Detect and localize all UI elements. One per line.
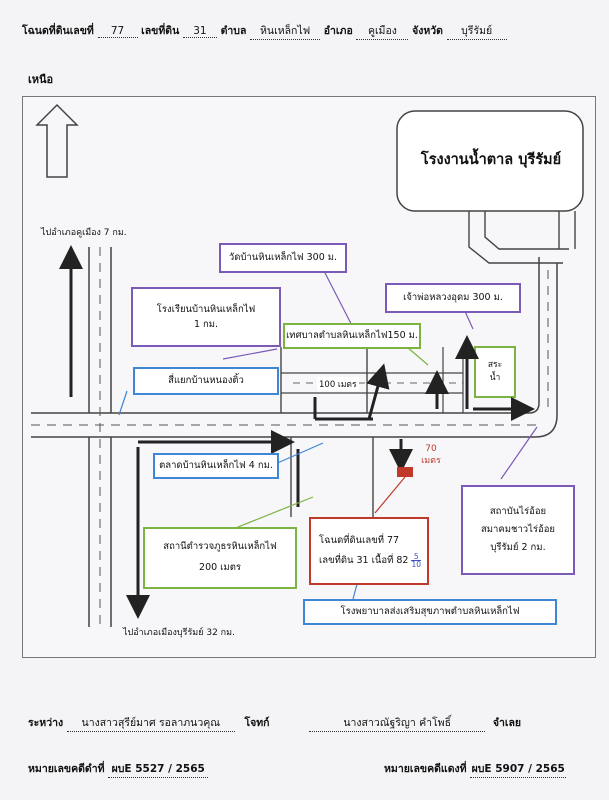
defendant-name: นางสาวณัฐริญา คำโพธิ์ [309,714,486,732]
between-label: ระหว่าง [28,717,64,729]
police-station-name: สถานีตำรวจภูธรหินเหล็กไฟ [163,541,277,553]
red-case-label: หมายเลขคดีแดงที่ [384,763,467,775]
junction-label: สี่แยกบ้านหนองติ้ว [133,367,279,395]
plot-distance-label: 70 เมตร [415,441,447,471]
subdistrict-value: หินเหล็กไฟ [250,22,321,40]
sugarcane-institute-label: สถาบันไร่อ้อย สมาคมชาวไร่อ้อย บุรีรัมย์ … [461,485,575,575]
institute-line-2: สมาคมชาวไร่อ้อย [481,523,555,535]
pond-shape [474,346,516,398]
land-number: 31 [182,25,217,38]
black-case-number: ผบE 5527 / 2565 [108,760,209,778]
deed-label: โฉนดที่ดินเลขที่ [22,25,94,37]
north-arrow-icon [35,103,79,178]
province-label: จังหวัด [412,25,443,37]
school-label: โรงเรียนบ้านหินเหล็กไฟ 1 กม. [131,287,281,347]
subdistrict-label: ตำบล [220,25,247,37]
municipality-label: เทศบาลตำบลหินเหล็กไฟ150 ม. [283,323,421,349]
pond-label: สระ น้ำ [477,349,513,395]
location-map: โรงงานน้ำตาล บุรีรัมย์ ไปอำเภอคูเมือง 7 … [22,96,596,658]
deed-header: โฉนดที่ดินเลขที่ 77 เลขที่ดิน 31 ตำบล หิ… [22,22,592,40]
sugar-factory-label: โรงงานน้ำตาล บุรีรัมย์ [420,152,562,169]
plot-distance-unit: เมตร [421,456,441,466]
north-label: เหนือ [28,73,54,86]
province-value: บุรีรัมย์ [446,22,507,40]
to-khumueang-label: ไปอำเภอคูเมือง 7 กม. [41,228,127,238]
defendant-role: จำเลย [492,717,522,729]
institute-line-3: บุรีรัมย์ 2 กม. [490,542,546,554]
plot-distance-value: 70 [425,444,437,455]
red-case-line: หมายเลขคดีแดงที่ ผบE 5907 / 2565 [384,760,567,778]
shrine-label: เจ้าพ่อหลวงอุดม 300 ม. [385,283,521,313]
deed-info-box: โฉนดที่ดินเลขที่ 77 เลขที่ดิน 31 เนื้อที… [309,517,429,585]
to-buriram-label: ไปอำเภอเมืองบุรีรัมย์ 32 กม. [123,628,235,638]
police-station-distance: 200 เมตร [199,562,241,573]
school-name: โรงเรียนบ้านหินเหล็กไฟ [156,303,256,315]
plot-marker [397,467,413,477]
deed-info-area: เลขที่ดิน 31 เนื้อที่ 82 5 10 [319,551,422,569]
pond-line-2: น้ำ [489,373,501,383]
district-label: อำเภอ [323,25,353,37]
deed-number: 77 [97,25,138,38]
red-case-number: ผบE 5907 / 2565 [470,760,567,778]
deed-info-number: โฉนดที่ดินเลขที่ 77 [319,535,400,547]
black-case-label: หมายเลขคดีดำที่ [28,763,105,775]
pond-line-1: สระ [487,360,503,371]
institute-line-1: สถาบันไร่อ้อย [489,505,547,517]
land-label: เลขที่ดิน [141,25,180,37]
district-value: คูเมือง [356,22,409,40]
temple-label: วัดบ้านหินเหล็กไฟ 300 ม. [219,243,347,273]
market-label: ตลาดบ้านหินเหล็กไฟ 4 กม. [153,453,279,479]
map-drawing [31,103,584,627]
school-distance: 1 กม. [193,319,219,330]
black-case-line: หมายเลขคดีดำที่ ผบE 5527 / 2565 [28,760,209,778]
police-station-label: สถานีตำรวจภูธรหินเหล็กไฟ 200 เมตร [143,527,297,589]
plaintiff-role: โจทก์ [244,717,270,729]
parties-line: ระหว่าง นางสาวสุรีย์มาศ รอลาภนวคุณ โจทก์… [28,714,521,732]
plaintiff-name: นางสาวสุรีย์มาศ รอลาภนวคุณ [66,714,235,732]
road-100m-label: 100 เมตร [317,377,359,391]
hospital-label: โรงพยาบาลส่งเสริมสุขภาพตำบลหินเหล็กไฟ [303,599,557,625]
factory-box [396,110,584,212]
area-fraction: 5 10 [411,551,422,569]
